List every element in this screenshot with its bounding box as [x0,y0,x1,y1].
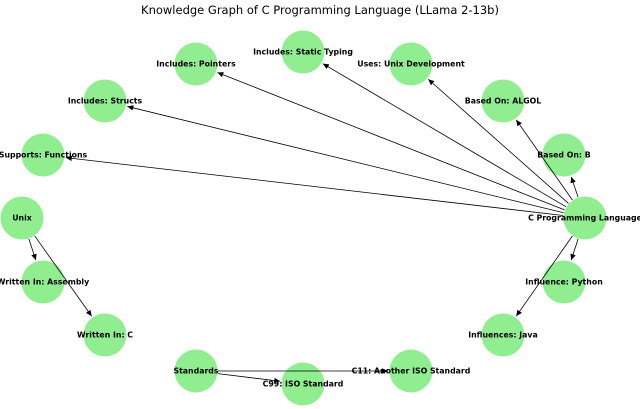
labels-layer: C Programming Language Based On: B Based O… [0,48,640,389]
node-label-uses-unix-development: Uses: Unix Development [357,60,465,69]
node-c99-iso-standard [281,362,325,406]
node-standards [174,349,218,393]
node-label-based-on-algol: Based On: ALGOL [465,97,541,106]
node-label-influence-python: Influence: Python [525,278,603,287]
edge-c-programming-language-to-supports-functions [65,155,564,216]
node-label-includes-pointers: Includes: Pointers [156,60,236,69]
node-supports-functions [21,133,65,177]
edge-standards-to-c99-iso-standard [217,373,281,384]
node-label-c99-iso-standard: C99: ISO Standard [263,380,344,389]
node-based-on-algol [481,79,525,123]
node-c11-another-iso-standard [389,349,433,393]
node-based-on-b [542,133,586,177]
node-label-includes-static-typing: Includes: Static Typing [253,48,353,57]
node-includes-structs [83,79,127,123]
edge-unix-to-written-in-assembly [28,238,37,261]
node-label-c11-another-iso-standard: C11: Another ISO Standard [352,367,471,376]
edges-layer [28,63,579,384]
edge-c-programming-language-to-based-on-b [570,176,579,198]
edge-c-programming-language-to-uses-unix-development [427,78,569,204]
edge-c-programming-language-to-influence-python [570,238,579,261]
nodes-layer [0,30,607,406]
figure-title: Knowledge Graph of C Programming Languag… [141,3,499,17]
edge-unix-to-written-in-c [34,235,93,317]
node-label-written-in-c: Written In: C [77,331,133,340]
node-c-programming-language [563,196,607,240]
node-label-supports-functions: Supports: Functions [0,151,88,160]
node-label-written-in-assembly: Written In: Assembly [0,278,89,287]
node-label-standards: Standards [173,367,218,376]
node-label-influences-java: Influences: Java [468,331,538,340]
node-label-unix: Unix [12,214,32,223]
node-written-in-assembly [21,260,65,304]
edge-c-programming-language-to-includes-pointers [217,72,565,211]
node-unix [0,196,44,240]
edge-c-programming-language-to-based-on-algol [515,119,573,201]
edge-c-programming-language-to-influences-java [515,235,573,317]
node-includes-static-typing [281,30,325,74]
node-includes-pointers [174,42,218,86]
node-label-c-programming-language: C Programming Language [528,214,640,223]
node-label-based-on-b: Based On: B [537,151,590,160]
edge-c-programming-language-to-includes-structs [127,105,564,214]
edge-c-programming-language-to-includes-static-typing [322,63,567,208]
node-influences-java [481,313,525,357]
node-uses-unix-development [389,42,433,86]
node-label-includes-structs: Includes: Structs [68,97,143,106]
node-influence-python [542,260,586,304]
node-written-in-c [83,313,127,357]
